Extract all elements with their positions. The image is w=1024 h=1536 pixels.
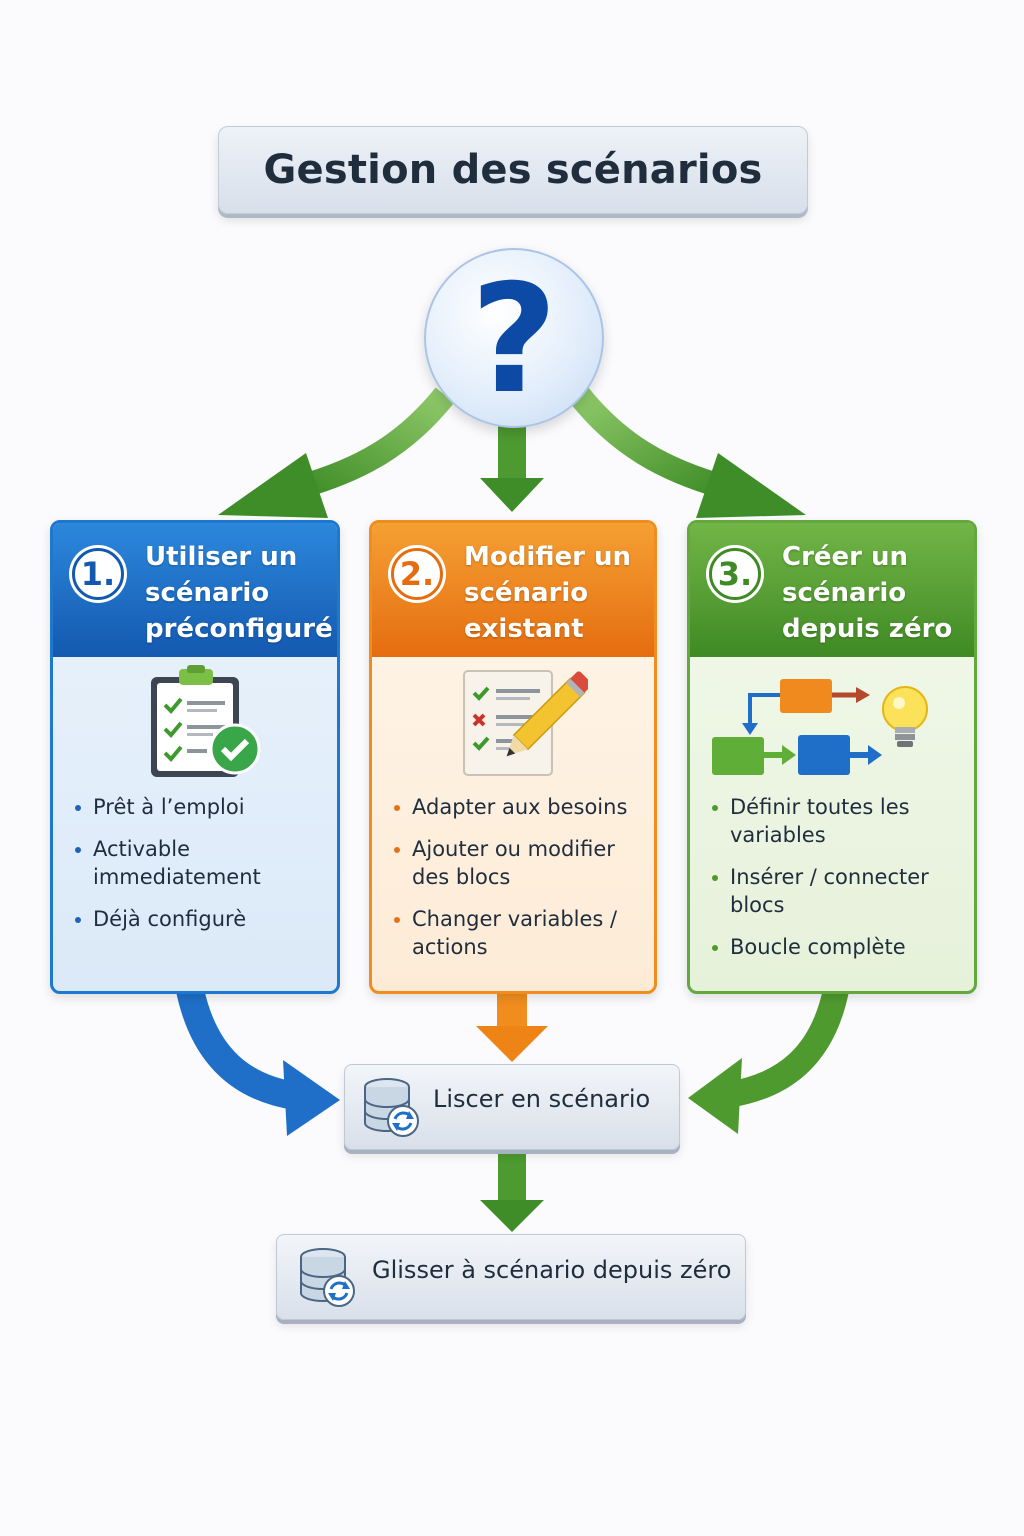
card-number-badge: 2. <box>388 545 446 603</box>
arrow-head-card-2-step <box>476 1026 548 1062</box>
arrow-to-card-3 <box>569 387 728 499</box>
list-item: Changer variables / actions <box>394 905 644 961</box>
card-preconfigured-scenario: 1. Utiliser un scénario préconfiguré Prê… <box>50 520 340 994</box>
title-banner: Gestion des scénarios <box>218 126 808 214</box>
card-header: 2. Modifier un scénario existant <box>372 523 654 657</box>
card-number-badge: 3. <box>706 545 764 603</box>
checklist-pencil-icon <box>463 670 588 776</box>
list-item: Définir toutes les variables <box>712 793 962 849</box>
card-title: Créer un scénario depuis zéro <box>782 542 953 644</box>
list-item: Adapter aux besoins <box>394 793 644 821</box>
card-number-badge: 1. <box>69 545 127 603</box>
arrow-card-2-to-step <box>497 990 527 1028</box>
step-label: Liscer en scénario <box>433 1085 651 1113</box>
card-feature-list: Prêt à l’emploi Activable immediatement … <box>75 793 325 947</box>
card-title: Utiliser un scénario préconfiguré <box>145 542 333 644</box>
diagram-title: Gestion des scénarios <box>263 147 763 193</box>
question-mark-icon: ? <box>424 248 604 428</box>
card-title: Modifier un scénario existant <box>464 542 632 644</box>
step-glisser-scenario: Glisser à scénario depuis zéro <box>276 1234 746 1320</box>
arrow-head-card-1-step <box>283 1060 340 1136</box>
arrow-card-3-to-step <box>730 987 849 1107</box>
arrow-head-step-1-to-2 <box>480 1200 544 1232</box>
list-item: Ajouter ou modifier des blocs <box>394 835 644 891</box>
database-sync-icon <box>300 1248 355 1307</box>
list-item: Boucle complète <box>712 933 962 961</box>
card-icon-area <box>53 663 337 793</box>
arrow-head-card-3-step <box>688 1058 742 1134</box>
list-item: Déjà configurè <box>75 905 325 933</box>
arrow-head-card-2 <box>480 478 544 512</box>
arrow-card-1-to-step <box>176 986 298 1110</box>
card-icon-area <box>690 663 974 793</box>
list-item: Activable immediatement <box>75 835 325 891</box>
arrow-to-card-2 <box>498 424 526 480</box>
clipboard-check-icon <box>151 665 261 777</box>
arrow-head-card-1 <box>218 453 328 518</box>
card-feature-list: Définir toutes les variables Insérer / c… <box>712 793 962 975</box>
card-header: 1. Utiliser un scénario préconfiguré <box>53 523 337 657</box>
card-modify-scenario: 2. Modifier un scénario existant Adapter… <box>369 520 657 994</box>
arrow-head-card-3 <box>696 453 806 518</box>
step-liscer-en-scenario: Liscer en scénario <box>344 1064 680 1150</box>
flowchart-lightbulb-icon <box>712 679 928 775</box>
card-icon-area <box>372 663 654 793</box>
list-item: Prêt à l’emploi <box>75 793 325 821</box>
question-mark-glyph: ? <box>470 253 558 427</box>
arrow-to-card-1 <box>296 387 455 499</box>
arrow-step-1-to-2 <box>498 1154 526 1202</box>
card-feature-list: Adapter aux besoins Ajouter ou modifier … <box>394 793 644 975</box>
database-sync-icon <box>364 1078 419 1137</box>
card-create-scenario: 3. Créer un scénario depuis zéro Définir… <box>687 520 977 994</box>
step-label: Glisser à scénario depuis zéro <box>372 1256 732 1284</box>
card-header: 3. Créer un scénario depuis zéro <box>690 523 974 657</box>
list-item: Insérer / connecter blocs <box>712 863 962 919</box>
